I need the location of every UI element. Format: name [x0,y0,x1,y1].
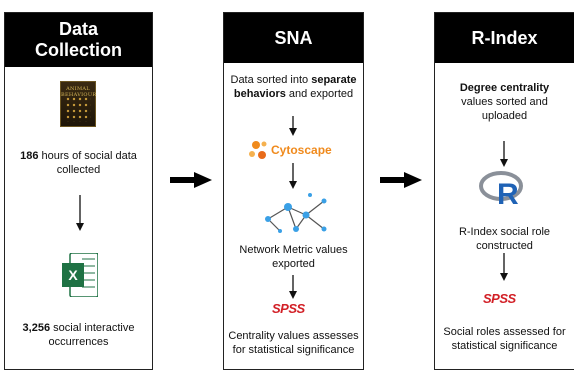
degree-centrality-bold: Degree centrality [459,82,550,94]
panel-title-line2: Collection [34,40,122,60]
cytoscape-label: Cytoscape [271,143,332,157]
arrow-right-icon [380,172,422,188]
arrow-down-icon [289,163,297,189]
book-cover-pattern [65,96,91,122]
book-cover-title: ANIMAL BEHAVIOUR [61,86,97,98]
panel-title-line1: Data [58,19,98,39]
arrow-down-icon [500,141,508,167]
panel-title-r-index: R-Index [435,13,574,63]
spss-logo-icon: SPSS [483,291,516,306]
sorted-post: and exported [285,88,354,100]
step-network-metric: Network Metric values exported [239,244,348,270]
panel-sna: SNA Data sorted into separate behaviors … [223,12,364,370]
cytoscape-logo-icon: Cytoscape [249,141,332,159]
r-logo-label: R [497,178,519,209]
arrow-down-icon [76,195,84,231]
hours-count: 186 [20,150,39,162]
step-hours-collected: 186 hours of social data collected [5,149,152,177]
excel-icon: X [62,253,98,297]
occurrences-count: 3,256 [22,322,51,334]
arrow-down-icon [289,275,297,299]
hours-label: hours of social data collected [38,150,137,176]
panel-data-collection: Data Collection ANIMAL BEHAVIOUR 186 hou… [4,12,153,370]
step-social-roles-assessed: Social roles assessed for statistical si… [443,326,566,352]
occurrences-label: social interactive occurrences [48,322,135,348]
arrow-right-icon [170,172,212,188]
step-interactive-occurrences: 3,256 social interactive occurrences [5,321,152,349]
panel-title-sna: SNA [224,13,363,63]
panel-r-index: R-Index Degree centrality values sorted … [434,12,574,370]
step-r-index-constructed: R-Index social role constructed [458,226,551,252]
degree-centrality-text: values sorted and uploaded [461,96,548,122]
sorted-bold: separate behaviors [233,74,357,100]
spss-logo-icon: SPSS [272,301,305,316]
panel-title-data-collection: Data Collection [5,13,152,67]
r-logo-icon: R [479,171,523,209]
step-sorted-behaviors: Data sorted into separate behaviors and … [224,73,363,101]
svg-text:X: X [68,267,78,283]
book-cover-icon: ANIMAL BEHAVIOUR [60,81,96,127]
step-degree-centrality: Degree centrality values sorted and uplo… [435,81,574,123]
step-centrality-values: Centrality values assesses for statistic… [228,330,359,356]
sorted-pre: Data sorted into [230,74,312,86]
arrow-down-icon [289,116,297,136]
network-graph-icon [265,193,327,233]
arrow-down-icon [500,253,508,281]
